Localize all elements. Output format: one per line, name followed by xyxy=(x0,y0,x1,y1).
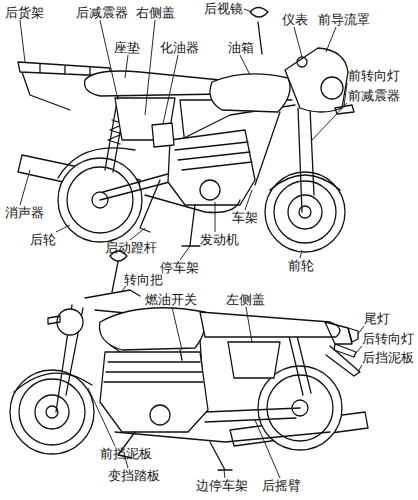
part-label: 前挡泥板 xyxy=(100,446,152,461)
leader-line xyxy=(246,307,252,342)
front-wheel xyxy=(10,370,94,454)
leader-line xyxy=(163,55,178,124)
part-label: 停车架 xyxy=(160,260,199,275)
fairing xyxy=(285,48,348,112)
side-stand xyxy=(210,442,232,470)
part-label: 后减震器 xyxy=(76,5,128,20)
leader-line xyxy=(244,9,252,12)
leader-line xyxy=(125,55,128,78)
front-fender xyxy=(14,373,92,392)
leader-line xyxy=(145,20,155,115)
seat xyxy=(85,71,227,96)
leader-line xyxy=(20,20,25,62)
leader-line xyxy=(240,55,250,75)
seat xyxy=(200,312,340,337)
leader-line xyxy=(344,83,347,106)
leader-lines xyxy=(20,9,364,478)
leader-line xyxy=(215,202,216,232)
bottom-motorcycle xyxy=(10,251,368,470)
part-label: 后摇臂 xyxy=(262,478,301,493)
crankcase xyxy=(200,180,220,200)
engine-fins xyxy=(104,362,203,382)
leader-line xyxy=(224,470,225,478)
tail-cowl xyxy=(325,322,352,344)
brake-disc xyxy=(288,195,322,229)
engine xyxy=(168,130,255,205)
leader-line xyxy=(130,228,145,240)
fuel-tank xyxy=(210,74,290,112)
rear-turn-signal xyxy=(334,344,356,357)
part-label: 前导流罩 xyxy=(318,12,370,27)
part-label: 尾灯 xyxy=(364,311,390,326)
headlight xyxy=(57,309,83,335)
leader-line xyxy=(326,27,336,52)
fuel-tank xyxy=(99,308,205,350)
crankcase xyxy=(150,405,170,425)
part-label: 油箱 xyxy=(228,40,254,55)
leader-line xyxy=(20,170,30,205)
part-label: 前转向灯 xyxy=(348,68,400,83)
front-fork xyxy=(298,108,314,212)
headlight xyxy=(321,77,343,99)
part-label: 右侧盖 xyxy=(136,5,175,20)
exhaust-pipe xyxy=(145,195,240,213)
leader-line xyxy=(356,346,362,353)
side-cover xyxy=(228,342,280,378)
part-label: 边停车架 xyxy=(196,478,248,493)
part-label: 后挡泥板 xyxy=(362,350,414,365)
rear-fender xyxy=(326,346,360,376)
leader-line xyxy=(358,365,362,372)
part-label: 后货架 xyxy=(5,5,44,20)
part-label: 燃油开关 xyxy=(145,292,197,307)
leader-line xyxy=(245,190,252,210)
engine-fins xyxy=(175,142,252,170)
leader-line xyxy=(100,20,118,100)
part-label: 仪表 xyxy=(282,12,308,27)
carburetor xyxy=(152,123,174,147)
front-rim xyxy=(274,181,336,243)
part-label: 前轮 xyxy=(288,258,314,273)
kick-lever xyxy=(140,180,160,232)
part-label: 后转向灯 xyxy=(362,331,414,346)
leader-line xyxy=(180,246,190,260)
leader-line xyxy=(294,27,302,57)
leader-line xyxy=(255,420,280,478)
leader-line xyxy=(172,307,182,350)
leader-line xyxy=(56,225,70,232)
top-motorcycle xyxy=(18,8,354,253)
part-label: 后轮 xyxy=(30,232,56,247)
part-label: 左侧盖 xyxy=(226,292,265,307)
tail-light xyxy=(348,328,358,342)
front-rim xyxy=(19,379,85,445)
front-hub xyxy=(299,206,311,218)
part-label: 车架 xyxy=(232,210,258,225)
part-label: 启动蹬杆 xyxy=(105,240,157,255)
engine xyxy=(100,352,208,432)
fuel-tap xyxy=(180,350,182,360)
rear-shock xyxy=(288,332,311,395)
part-label: 变挡踏板 xyxy=(108,468,160,483)
part-label: 消声器 xyxy=(5,205,44,220)
rear-fender xyxy=(58,148,135,178)
center-stand xyxy=(182,205,200,246)
leader-line xyxy=(312,103,347,140)
swing-arm xyxy=(205,408,300,422)
leader-line xyxy=(300,250,302,258)
brake-disc xyxy=(35,395,69,429)
meter xyxy=(297,57,307,67)
leader-line xyxy=(88,388,115,446)
part-label: 化油器 xyxy=(160,40,199,55)
exhaust-pipe xyxy=(115,432,330,442)
part-label: 座垫 xyxy=(114,40,140,55)
front-wheel xyxy=(265,172,345,252)
part-label: 前减震器 xyxy=(348,88,400,103)
front-fender xyxy=(270,175,340,190)
part-label: 转向把 xyxy=(124,272,163,287)
turn-signal xyxy=(48,316,60,324)
part-label: 后视镜 xyxy=(204,1,243,16)
part-label: 发动机 xyxy=(200,232,239,247)
